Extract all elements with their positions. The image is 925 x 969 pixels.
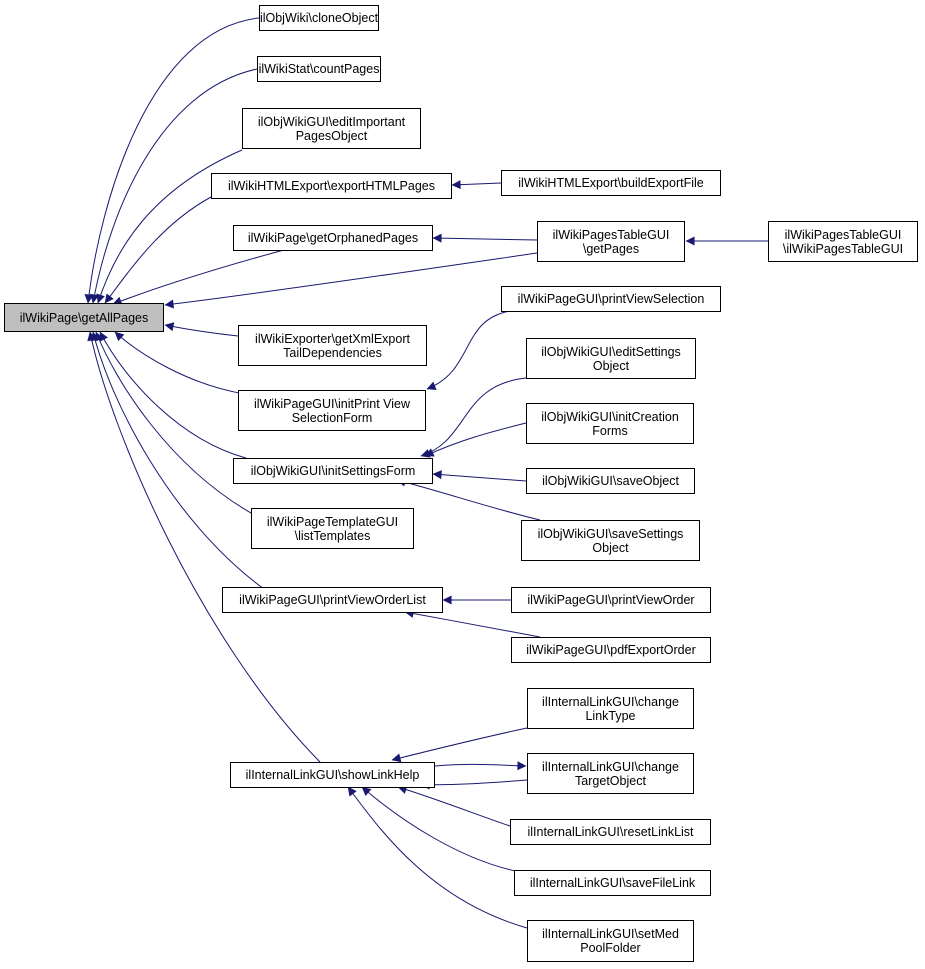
node-clone-object[interactable]: ilObjWiki\cloneObject	[259, 5, 379, 31]
node-edit-important-pages[interactable]: ilObjWikiGUI\editImportant PagesObject	[242, 108, 421, 149]
node-pdf-export-order[interactable]: ilWikiPageGUI\pdfExportOrder	[511, 637, 711, 663]
edge-initset-to-root	[99, 331, 247, 459]
edge-showlink-to-chtarget	[434, 761, 527, 771]
edge-saveobj-to-initset	[432, 470, 527, 482]
edge-orph-to-root	[112, 249, 285, 306]
edge-chtarget-to-showlink	[420, 779, 528, 790]
edge-listtpl-to-root	[94, 331, 261, 519]
node-init-creation-forms[interactable]: ilObjWikiGUI\initCreation Forms	[526, 403, 694, 444]
edge-htmlexp-to-root	[104, 196, 212, 304]
edge-initcreate-to-initset	[424, 422, 527, 457]
edge-initpv-to-root	[114, 331, 246, 395]
edge-stat-to-root	[90, 68, 258, 304]
node-build-export-file[interactable]: ilWikiHTMLExport\buildExportFile	[501, 170, 721, 196]
node-pages-table-constructor[interactable]: ilWikiPagesTableGUI \ilWikiPagesTableGUI	[768, 221, 918, 262]
node-edit-settings-object[interactable]: ilObjWikiGUI\editSettings Object	[526, 338, 696, 379]
node-print-view-selection[interactable]: ilWikiPageGUI\printViewSelection	[501, 286, 721, 312]
edge-editimp-to-root	[96, 149, 243, 304]
node-print-view-order-list[interactable]: ilWikiPageGUI\printViewOrderList	[222, 587, 443, 613]
edge-pvsel-to-initpv	[426, 310, 511, 391]
node-list-templates[interactable]: ilWikiPageTemplateGUI \listTemplates	[251, 508, 414, 549]
edge-buildexp-to-htmlexp	[451, 180, 502, 190]
node-get-xml-export-tail[interactable]: ilWikiExporter\getXmlExport TailDependen…	[238, 325, 427, 366]
edge-xmlexp-to-root	[164, 322, 239, 337]
node-save-object[interactable]: ilObjWikiGUI\saveObject	[526, 468, 695, 494]
node-init-print-view-selection-form[interactable]: ilWikiPageGUI\initPrint View SelectionFo…	[238, 390, 426, 431]
node-get-orphaned-pages[interactable]: ilWikiPage\getOrphanedPages	[233, 225, 433, 251]
edge-pdfexp-to-pvorderlist	[404, 609, 541, 638]
node-pages-table-get-pages[interactable]: ilWikiPagesTableGUI \getPages	[537, 221, 685, 262]
node-reset-link-list[interactable]: ilInternalLinkGUI\resetLinkList	[510, 819, 711, 845]
edge-savefile-to-showlink	[361, 786, 521, 873]
edge-showlink-to-root	[87, 331, 321, 763]
node-save-settings-object[interactable]: ilObjWikiGUI\saveSettings Object	[521, 520, 700, 561]
node-set-med-pool-folder[interactable]: ilInternalLinkGUI\setMed PoolFolder	[527, 920, 694, 962]
node-show-link-help[interactable]: ilInternalLinkGUI\showLinkHelp	[230, 762, 435, 788]
edge-pvorderlist-to-root	[90, 331, 265, 590]
node-print-view-order[interactable]: ilWikiPageGUI\printViewOrder	[511, 587, 711, 613]
node-init-settings-form[interactable]: ilObjWikiGUI\initSettingsForm	[233, 458, 433, 484]
node-save-file-link[interactable]: ilInternalLinkGUI\saveFileLink	[514, 870, 711, 896]
node-change-target-object[interactable]: ilInternalLinkGUI\change TargetObject	[527, 753, 694, 794]
edge-saveset-to-initset	[396, 477, 541, 521]
edge-chlinktype-to-showlink	[391, 727, 528, 763]
edge-ptget-to-root	[164, 252, 538, 309]
node-root-getallpages[interactable]: ilWikiPage\getAllPages	[4, 303, 164, 332]
node-count-pages[interactable]: ilWikiStat\countPages	[257, 56, 381, 82]
edge-resetlink-to-showlink	[397, 785, 511, 827]
edge-ptget-to-orph	[432, 233, 538, 243]
edge-setmed-to-showlink	[347, 786, 528, 929]
node-change-link-type[interactable]: ilInternalLinkGUI\change LinkType	[527, 688, 694, 729]
edge-clone-to-root	[84, 17, 260, 304]
node-export-html-pages[interactable]: ilWikiHTMLExport\exportHTMLPages	[211, 173, 452, 199]
edge-editset-to-initset	[420, 377, 527, 458]
